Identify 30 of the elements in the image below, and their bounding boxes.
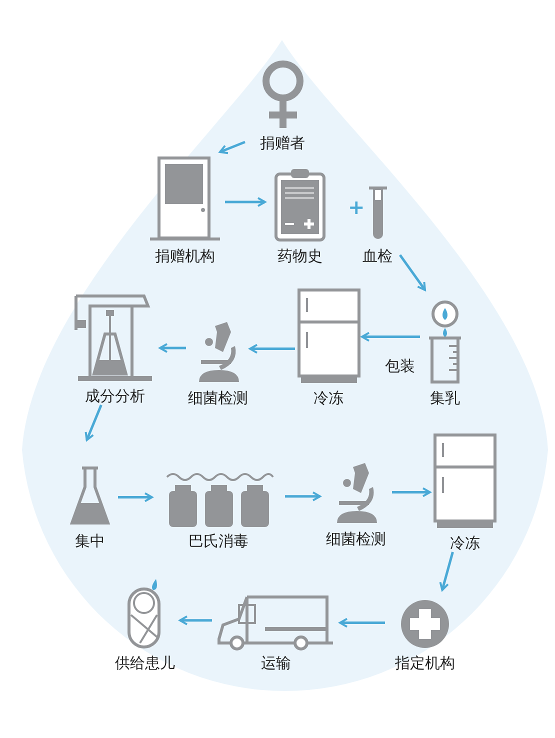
step-label: 冷冻 [450,534,480,552]
step-label: 巴氏消毒 [188,532,248,550]
arrow [339,618,385,628]
step-label: 药物史 [278,247,322,265]
arrow [249,344,295,354]
step-label: 供给患儿 [115,654,175,672]
step-label: 集乳 [430,389,460,407]
step-label: 捐赠者 [260,134,305,152]
arrow [398,254,426,291]
arrow [361,332,420,342]
step-label: 血检 [362,247,392,265]
arrow [219,140,246,154]
arrow [84,404,102,441]
arrow [392,487,431,498]
step-label: 指定机构 [395,654,455,672]
step-label: 冷冻 [314,389,344,407]
step-label: 集中 [75,532,105,550]
step-label: 细菌检测 [326,530,386,548]
arrow [118,492,153,502]
step-label: 捐赠机构 [155,247,215,265]
arrow [225,197,266,207]
arrow [439,552,454,591]
arrow [285,491,321,502]
step-label: 运输 [261,654,291,672]
step-label: 成分分析 [85,387,145,405]
plus-sign: + [348,196,365,218]
edge-label: 包装 [385,357,415,375]
step-label: 细菌检测 [188,389,248,407]
arrow [159,343,186,353]
arrow [179,615,212,626]
